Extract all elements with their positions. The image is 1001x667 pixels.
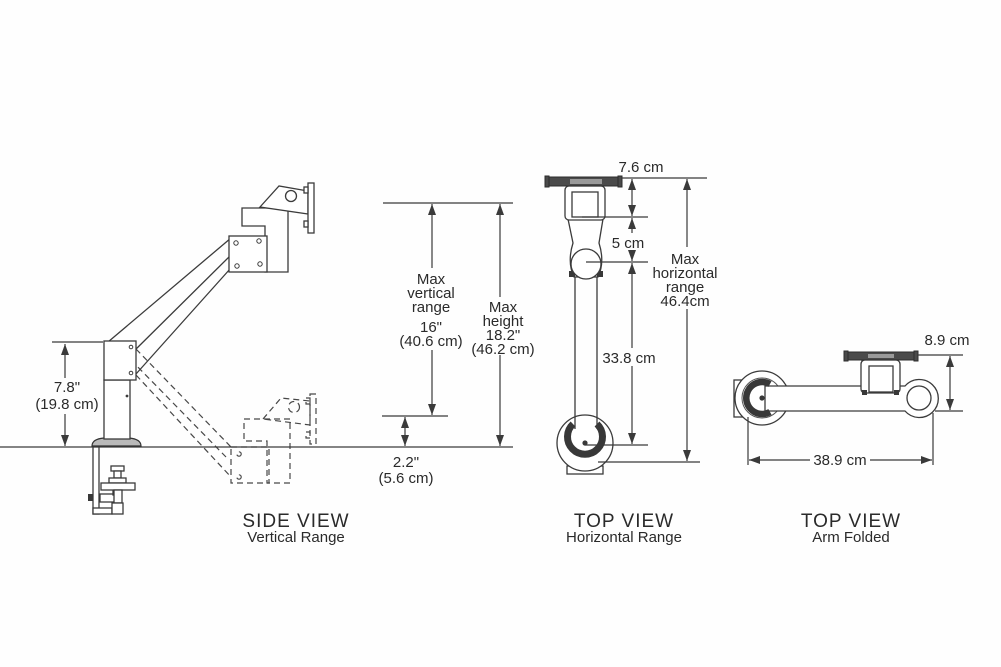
- elbow-joint: [570, 248, 602, 280]
- dim-label-max-vertical-4: 16": [420, 319, 442, 336]
- side-view-drawing: 7.8" (19.8 cm) Max vertical range 16" (4…: [0, 182, 535, 546]
- top-view-folded-caption: TOP VIEW: [801, 511, 901, 532]
- side-view-subcaption: Vertical Range: [247, 529, 345, 546]
- dim-label-pole-height-cm: (19.8 cm): [35, 396, 98, 413]
- dim-label-max-vertical-1: Max: [417, 271, 446, 288]
- arm-lowered-dashed: [130, 348, 317, 484]
- top-view-folded-subcaption: Arm Folded: [812, 529, 890, 546]
- monitor-head-raised: [228, 182, 315, 273]
- dim-label-joint: 5 cm: [612, 235, 645, 252]
- dim-label-max-vertical-2: vertical: [407, 285, 455, 302]
- dim-label-max-height-2: height: [483, 313, 525, 330]
- top-view-horizontal-subcaption: Horizontal Range: [566, 529, 682, 546]
- dim-label-max-horizontal-3: range: [666, 279, 704, 296]
- dim-label-max-horizontal-2: horizontal: [652, 265, 717, 282]
- dim-label-pole-height-in: 7.8": [54, 379, 80, 396]
- dim-label-arm: 33.8 cm: [602, 350, 655, 367]
- top-view-horizontal-dimensions: 7.6 cm 5 cm 33.8 cm Max horizontal range…: [582, 159, 719, 463]
- dim-label-max-vertical-3: range: [412, 299, 450, 316]
- dim-label-max-height-3: 18.2": [486, 327, 521, 344]
- dim-label-min-height-cm: (5.6 cm): [378, 470, 433, 487]
- elbow-joint-folded: [906, 385, 932, 411]
- vesa-plate: [307, 182, 315, 234]
- base-pivot: [582, 440, 588, 446]
- dim-label-plate: 7.6 cm: [618, 159, 663, 176]
- top-view-horizontal-caption: TOP VIEW: [574, 511, 674, 532]
- dim-label-min-height-in: 2.2": [393, 454, 419, 471]
- base-channel: [564, 421, 606, 458]
- base-channel-folded: [743, 378, 772, 418]
- dim-label-max-vertical-5: (40.6 cm): [399, 333, 462, 350]
- dim-label-head: 8.9 cm: [924, 332, 969, 349]
- top-view-folded-drawing: 8.9 cm 38.9 cm TOP VIEW Arm Folded: [733, 332, 970, 546]
- dim-label-max-height-4: (46.2 cm): [471, 341, 534, 358]
- support-pole: [91, 379, 142, 447]
- pole-top-joint: [103, 340, 137, 381]
- top-view-horizontal-drawing: 7.6 cm 5 cm 33.8 cm Max horizontal range…: [544, 159, 719, 546]
- arm-raised: [107, 237, 235, 375]
- tilt-pivot: [284, 189, 298, 203]
- dim-label-max-horizontal-4: 46.4cm: [660, 293, 709, 310]
- dim-label-max-horizontal-1: Max: [671, 251, 700, 268]
- top-view-folded-dimensions: 8.9 cm 38.9 cm: [747, 332, 970, 469]
- desk-clamp: [88, 446, 136, 515]
- side-view-dimensions: 7.8" (19.8 cm) Max vertical range 16" (4…: [35, 202, 535, 487]
- dim-label-max-height-1: Max: [489, 299, 518, 316]
- side-view-caption: SIDE VIEW: [242, 511, 349, 532]
- dim-label-folded-length: 38.9 cm: [813, 452, 866, 469]
